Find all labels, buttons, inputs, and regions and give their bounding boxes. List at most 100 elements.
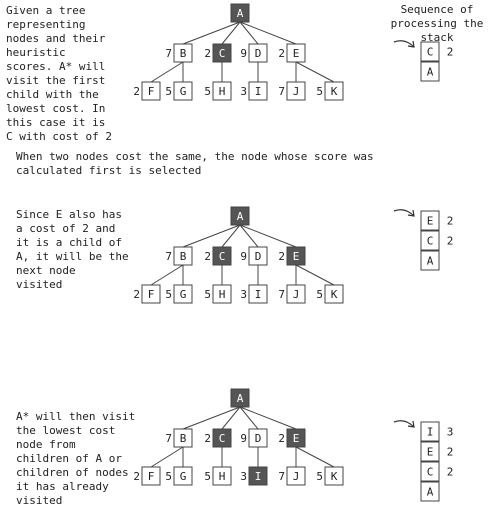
stack-sequence-title: Sequence of processing the stack	[390, 3, 484, 44]
svg-text:K: K	[331, 85, 338, 98]
score-j: 7	[278, 85, 285, 98]
edge	[295, 61, 335, 83]
edge	[239, 406, 259, 430]
svg-text:D: D	[255, 250, 262, 263]
stack-cell: A	[420, 481, 440, 502]
node-h: H	[212, 81, 232, 101]
node-g: G	[173, 284, 193, 304]
node-d: D	[248, 43, 268, 63]
score-j: 7	[278, 288, 285, 301]
score-k: 5	[316, 85, 323, 98]
score-k: 5	[316, 288, 323, 301]
svg-text:B: B	[180, 250, 187, 263]
svg-text:I: I	[255, 288, 262, 301]
node-k: K	[324, 284, 344, 304]
node-c: C	[212, 428, 232, 448]
node-g: G	[173, 81, 193, 101]
score-f: 2	[133, 85, 140, 98]
edge	[182, 21, 241, 45]
svg-text:H: H	[219, 85, 226, 98]
svg-text:E: E	[427, 215, 434, 228]
svg-text:F: F	[148, 85, 155, 98]
svg-text:E: E	[293, 47, 300, 60]
stack-score: 2	[447, 446, 454, 459]
score-e: 2	[278, 47, 285, 60]
panel-2-caption: Since E also has a cost of 2 and it is a…	[16, 208, 129, 291]
panel-1-caption: Given a tree representing nodes and thei…	[6, 4, 112, 143]
score-d: 9	[240, 47, 247, 60]
stack-score: 2	[447, 215, 454, 228]
edge	[182, 224, 241, 248]
score-f: 2	[133, 288, 140, 301]
svg-text:I: I	[255, 470, 262, 483]
svg-text:D: D	[255, 47, 262, 60]
score-h: 5	[204, 470, 211, 483]
score-i: 3	[240, 85, 247, 98]
svg-text:D: D	[255, 432, 262, 445]
node-j: J	[286, 81, 306, 101]
svg-text:F: F	[148, 288, 155, 301]
edge	[239, 224, 297, 248]
svg-text:G: G	[180, 85, 187, 98]
svg-text:J: J	[293, 288, 300, 301]
node-e: E	[286, 246, 306, 266]
edge	[239, 21, 259, 45]
edge	[295, 446, 335, 468]
node-i: I	[248, 81, 268, 101]
svg-text:C: C	[427, 235, 434, 248]
node-j: J	[286, 466, 306, 486]
node-d: D	[248, 246, 268, 266]
score-b: 7	[165, 432, 172, 445]
score-e: 2	[278, 250, 285, 263]
edge	[182, 406, 241, 430]
node-h: H	[212, 466, 232, 486]
node-f: F	[141, 284, 161, 304]
score-g: 5	[165, 85, 172, 98]
stack-cell: C	[420, 41, 440, 62]
edge	[239, 406, 297, 430]
svg-text:H: H	[219, 470, 226, 483]
score-f: 2	[133, 470, 140, 483]
svg-text:A: A	[427, 486, 434, 499]
svg-text:C: C	[219, 47, 226, 60]
score-k: 5	[316, 470, 323, 483]
node-g: G	[173, 466, 193, 486]
stack-score: 3	[447, 426, 454, 439]
node-c: C	[212, 43, 232, 63]
edge	[150, 61, 184, 83]
score-h: 5	[204, 85, 211, 98]
stack-cell: E	[420, 210, 440, 231]
edge	[239, 21, 297, 45]
svg-text:J: J	[293, 470, 300, 483]
node-b: B	[173, 246, 193, 266]
edge	[295, 264, 335, 286]
node-e: E	[286, 428, 306, 448]
score-j: 7	[278, 470, 285, 483]
node-i: I	[248, 284, 268, 304]
node-c: C	[212, 246, 232, 266]
score-d: 9	[240, 250, 247, 263]
edge	[239, 224, 259, 248]
svg-text:I: I	[255, 85, 262, 98]
svg-text:A: A	[427, 66, 434, 79]
score-d: 9	[240, 432, 247, 445]
svg-text:A: A	[427, 255, 434, 268]
svg-text:K: K	[331, 288, 338, 301]
stack-cell: E	[420, 441, 440, 462]
score-g: 5	[165, 288, 172, 301]
edge	[221, 406, 241, 430]
svg-text:A: A	[237, 210, 244, 223]
node-a: A	[230, 3, 250, 23]
score-e: 2	[278, 432, 285, 445]
score-c: 2	[204, 47, 211, 60]
stack-cell: A	[420, 250, 440, 271]
score-i: 3	[240, 470, 247, 483]
push-arrow-icon	[393, 40, 415, 48]
svg-text:H: H	[219, 288, 226, 301]
tie-break-note: When two nodes cost the same, the node w…	[16, 150, 374, 177]
